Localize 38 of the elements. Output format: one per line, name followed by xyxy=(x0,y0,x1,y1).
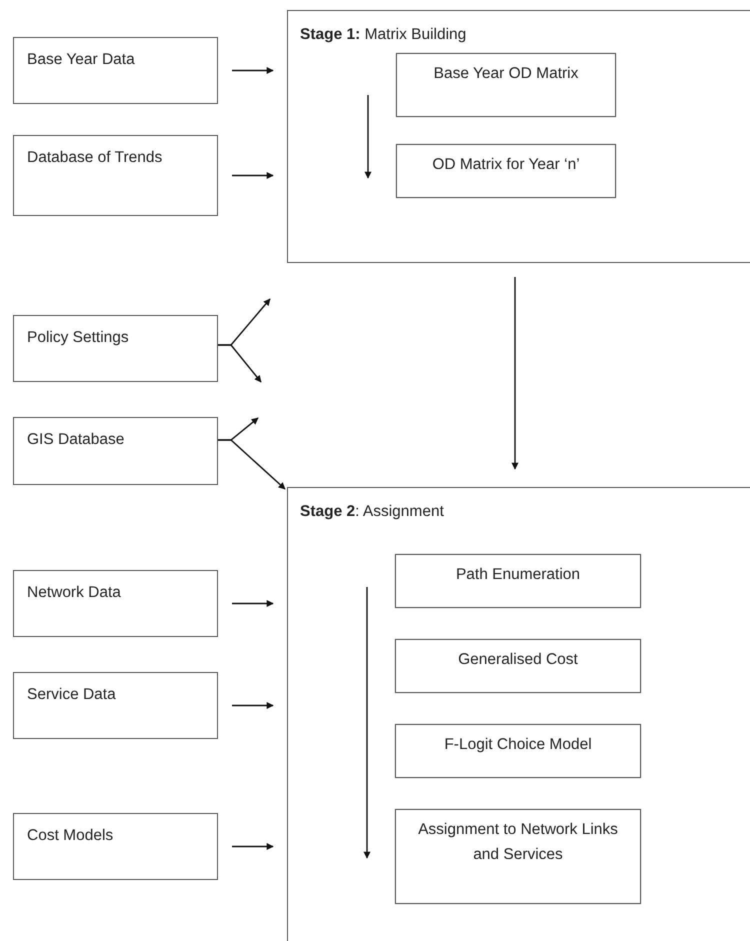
process-box xyxy=(395,554,641,608)
arrow xyxy=(232,702,274,709)
stage-heading: Stage 2: Assignment xyxy=(300,502,444,522)
box-label: GIS Database xyxy=(27,430,124,450)
stage-panel xyxy=(287,10,750,263)
arrow xyxy=(232,172,274,179)
process-box xyxy=(395,724,641,778)
box-label: Database of Trends xyxy=(27,148,162,168)
box-label: Cost Models xyxy=(27,826,114,846)
box-label: OD Matrix for Year ‘n’ xyxy=(432,155,580,175)
process-box xyxy=(396,144,616,198)
box-label: Base Year Data xyxy=(27,50,135,70)
box-label: Assignment to Network Links and Services xyxy=(417,820,619,865)
stage-heading: Stage 1: Matrix Building xyxy=(300,25,466,45)
input-box xyxy=(13,672,218,739)
input-box xyxy=(13,315,218,382)
process-box xyxy=(395,639,641,693)
arrow xyxy=(218,344,262,383)
arrow xyxy=(512,277,518,470)
box-label: Generalised Cost xyxy=(458,650,578,670)
process-box xyxy=(396,53,616,117)
arrow xyxy=(218,439,286,490)
arrow xyxy=(232,843,274,850)
box-label: F-Logit Choice Model xyxy=(444,735,592,755)
stage-panel xyxy=(287,487,750,941)
input-box xyxy=(13,417,218,485)
arrow xyxy=(232,67,274,74)
box-label: Path Enumeration xyxy=(456,565,580,585)
input-box xyxy=(13,135,218,216)
box-label: Base Year OD Matrix xyxy=(434,64,578,84)
box-label: Service Data xyxy=(27,685,116,705)
process-box xyxy=(395,809,641,904)
box-label: Policy Settings xyxy=(27,328,129,348)
arrow xyxy=(232,600,274,607)
input-box xyxy=(13,813,218,880)
input-box xyxy=(13,570,218,637)
box-label: Network Data xyxy=(27,583,121,603)
input-box xyxy=(13,37,218,104)
